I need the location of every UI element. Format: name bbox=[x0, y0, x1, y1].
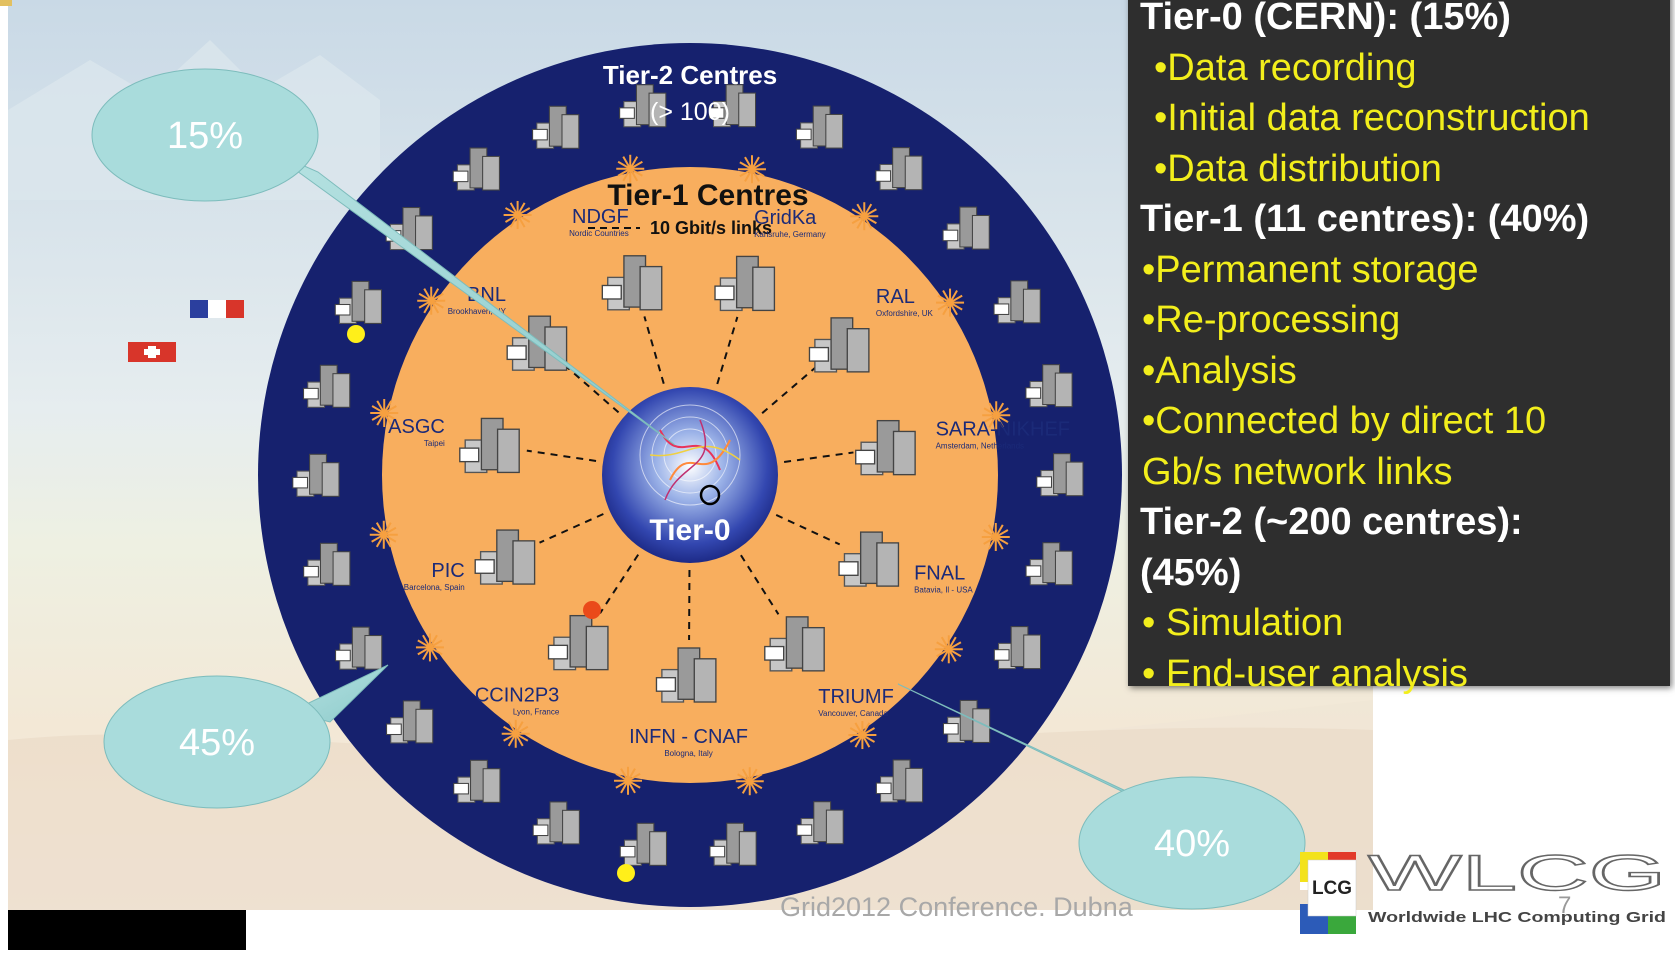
tier1-centre-location: Amsterdam, Netherlands bbox=[936, 442, 1024, 451]
tier2-subtitle: (> 100) bbox=[650, 98, 730, 126]
info-bullet: • Simulation bbox=[1140, 598, 1658, 649]
tier1-centre-location: Bologna, Italy bbox=[664, 749, 712, 758]
logo-badge: LCG bbox=[1312, 878, 1352, 899]
info-bullet: •Analysis bbox=[1140, 346, 1658, 397]
tier1-centre-location: Lyon, France bbox=[513, 707, 560, 716]
logo-wordmark: WLCG bbox=[1368, 848, 1666, 901]
info-heading: Tier-1 (11 centres): (40%) bbox=[1140, 194, 1658, 245]
svg-text:40%: 40% bbox=[1154, 823, 1230, 865]
tier1-centre-location: Batavia, Il - USA bbox=[914, 585, 973, 594]
wlcg-logo: LCG WLCG Worldwide LHC Computing Grid bbox=[1298, 848, 1670, 936]
info-bullet: •Initial data reconstruction bbox=[1140, 93, 1658, 144]
logo-caption: Worldwide LHC Computing Grid bbox=[1368, 909, 1666, 926]
tier0-label: Tier-0 bbox=[649, 514, 730, 547]
tier1-centre-location: Barcelona, Spain bbox=[404, 583, 465, 592]
tier1-centre-location: Taipei bbox=[424, 439, 445, 448]
svg-text:45%: 45% bbox=[179, 722, 255, 764]
marker-dot-yellow bbox=[617, 864, 635, 882]
callout-tier2-share: 45% bbox=[104, 676, 330, 808]
info-heading: Tier-0 (CERN): (15%) bbox=[1140, 0, 1658, 43]
flag-icon-switzerland bbox=[128, 342, 176, 362]
tier1-centre-location: Nordic Countries bbox=[569, 229, 629, 238]
info-bullet: •Connected by direct 10 bbox=[1140, 396, 1658, 447]
info-bullet: •Data distribution bbox=[1140, 144, 1658, 195]
info-bullet: •Re-processing bbox=[1140, 295, 1658, 346]
tier1-centre-name: ASGC bbox=[388, 416, 445, 438]
info-bullet: •Data recording bbox=[1140, 43, 1658, 94]
tier1-centre-name: SARA-NIKHEF bbox=[936, 419, 1070, 441]
bottom-left-bar bbox=[8, 910, 246, 950]
callout-tier1-share: 40% bbox=[1079, 777, 1305, 909]
top-left-accent bbox=[0, 0, 12, 6]
tier2-title: Tier-2 Centres bbox=[603, 60, 777, 90]
callout-tier0-share: 15% bbox=[92, 69, 318, 201]
tier1-centre-name: RAL bbox=[876, 286, 915, 308]
svg-text:15%: 15% bbox=[167, 115, 243, 157]
footer-conference: Grid2012 Conference. Dubna bbox=[780, 892, 1133, 923]
info-bullet: •Permanent storage bbox=[1140, 245, 1658, 296]
tier1-centre-location: Karlsruhe, Germany bbox=[754, 230, 826, 239]
marker-dot-red bbox=[583, 601, 601, 619]
info-panel: Tier-0 (CERN): (15%)•Data recording•Init… bbox=[1128, 0, 1670, 686]
tier1-centre-name: TRIUMF bbox=[818, 686, 894, 708]
info-heading: (45%) bbox=[1140, 548, 1658, 599]
tier1-centre-name: FNAL bbox=[914, 562, 965, 584]
info-bullet: Gb/s network links bbox=[1140, 447, 1658, 498]
info-heading: Tier-2 (~200 centres): bbox=[1140, 497, 1658, 548]
tier1-centre-name: NDGF bbox=[572, 206, 629, 228]
tier1-centre-location: Oxfordshire, UK bbox=[876, 309, 934, 318]
flag-icon-france bbox=[190, 300, 244, 318]
tier1-centre-name: GridKa bbox=[754, 207, 817, 229]
tier1-centre-location: Vancouver, Canada bbox=[818, 709, 888, 718]
tier1-centre-name: INFN - CNAF bbox=[629, 726, 748, 748]
tier1-centre-name: PIC bbox=[431, 560, 464, 582]
marker-dot-yellow bbox=[347, 325, 365, 343]
tier1-centre-name: CCIN2P3 bbox=[475, 684, 559, 706]
info-bullet: • End-user analysis bbox=[1140, 649, 1658, 700]
